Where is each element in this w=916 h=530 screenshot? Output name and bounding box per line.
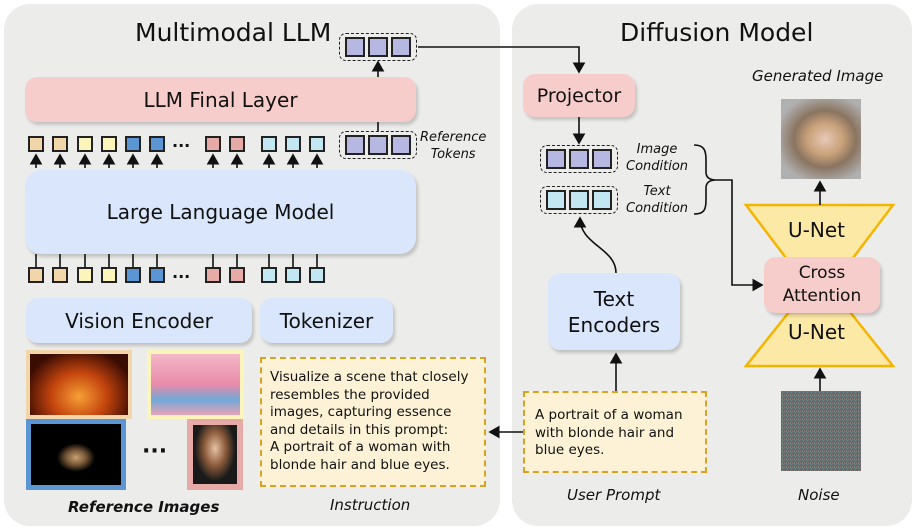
token [592, 149, 612, 169]
token [391, 37, 411, 57]
reference-image-portrait [187, 419, 243, 490]
token [101, 267, 117, 283]
token [569, 190, 589, 210]
instruction-text: Visualize a scene that closely resembles… [270, 369, 469, 473]
token [546, 190, 566, 210]
text-condition-label: Text Condition [626, 184, 689, 216]
reference-images-ellipsis: ··· [142, 439, 168, 464]
condition-brace [693, 144, 717, 215]
token [149, 136, 165, 152]
token [77, 136, 93, 152]
image-condition-label: Image Condition [626, 142, 689, 174]
token [52, 267, 68, 283]
token [229, 267, 245, 283]
generated-image [781, 99, 861, 179]
conditions-to-cross-attention-arrow [716, 179, 764, 292]
projector: Projector [523, 74, 635, 117]
user-prompt-text: A portrait of a woman with blonde hair a… [535, 407, 683, 458]
token [125, 136, 141, 152]
concert-photo [30, 354, 128, 415]
token-ellipsis-bottom: ··· [172, 267, 191, 286]
token [52, 136, 68, 152]
reference-images-label: Reference Images [68, 498, 220, 516]
dashed-token-group [540, 145, 618, 173]
token [309, 136, 325, 152]
token [285, 267, 301, 283]
unet-bottom-label: U-Net [788, 320, 845, 344]
large-language-model: Large Language Model [25, 170, 416, 254]
noise-image [781, 391, 861, 471]
red-carpet-photo [151, 354, 240, 415]
token [309, 267, 325, 283]
token [229, 136, 245, 152]
instruction-label: Instruction [330, 496, 411, 514]
noise-label: Noise [798, 486, 840, 504]
token [205, 267, 221, 283]
token [28, 267, 44, 283]
generated-image-label: Generated Image [752, 67, 884, 85]
token [368, 37, 388, 57]
token [546, 149, 566, 169]
text-encoders: Text Encoders [548, 273, 680, 350]
user-prompt-note: A portrait of a woman with blonde hair a… [523, 391, 707, 473]
token [205, 136, 221, 152]
token [368, 135, 388, 155]
token [391, 135, 411, 155]
token-ellipsis-top: ··· [172, 136, 191, 155]
cross-attention: Cross Attention [764, 257, 880, 313]
multimodal-llm-title: Multimodal LLM [135, 18, 332, 47]
reference-tokens-label: Reference Tokens [420, 130, 487, 162]
dashed-token-group [339, 131, 417, 159]
token [261, 136, 277, 152]
text-encoders-to-text-cond-arrow [573, 216, 617, 274]
token [77, 267, 93, 283]
token [261, 267, 277, 283]
ref-output-to-projector-arrow [418, 46, 586, 74]
tokenizer: Tokenizer [260, 298, 393, 343]
token [149, 267, 165, 283]
user-prompt-label: User Prompt [567, 486, 661, 504]
token [592, 190, 612, 210]
unet-top-label: U-Net [788, 218, 845, 242]
diffusion-model-title: Diffusion Model [620, 18, 814, 47]
token [569, 149, 589, 169]
token [285, 136, 301, 152]
token [345, 135, 365, 155]
token [345, 37, 365, 57]
portrait-photo [193, 425, 237, 484]
instruction-note: Visualize a scene that closely resembles… [260, 357, 486, 487]
token [101, 136, 117, 152]
reference-image-stage [26, 419, 126, 490]
llm-final-layer: LLM Final Layer [25, 77, 416, 122]
reference-image-concert [26, 350, 132, 419]
vision-encoder: Vision Encoder [26, 298, 252, 343]
reference-image-red-carpet [147, 350, 244, 419]
token [28, 136, 44, 152]
token [125, 267, 141, 283]
stage-photo [31, 424, 121, 485]
dashed-token-group [540, 186, 618, 214]
